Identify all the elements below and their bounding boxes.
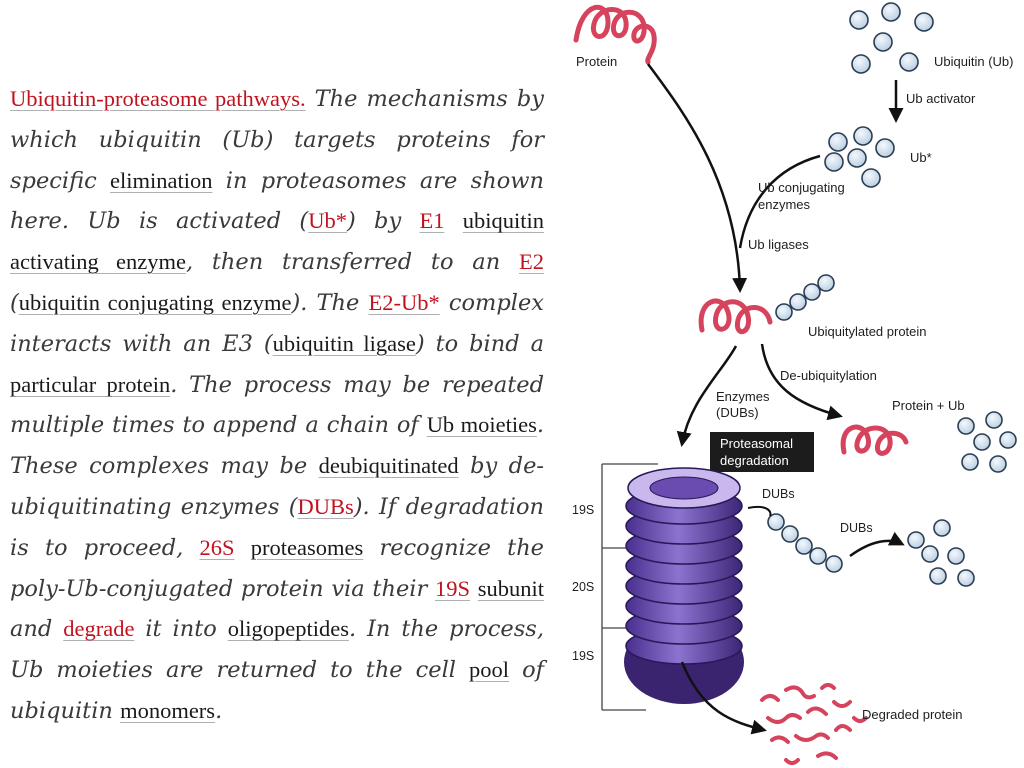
protein-to-ubiquitylation-arrow bbox=[646, 63, 748, 293]
protein-label: Protein bbox=[576, 54, 617, 69]
text-run: The mechanisms by which ubiquitin (Ub) t… bbox=[10, 86, 544, 194]
ub-star-to-path-arrow bbox=[738, 154, 821, 249]
text-run: . These complexes may be bbox=[10, 412, 544, 480]
text-run: . In the process, Ub moieties are return… bbox=[10, 616, 544, 684]
proteasomal-label-line1: Proteasomal bbox=[720, 436, 793, 451]
text-run bbox=[470, 576, 478, 602]
keyword-degrade[interactable]: degrade bbox=[63, 616, 135, 642]
keyword-ub-moieties[interactable]: Ub moieties bbox=[426, 412, 537, 438]
text-run: ). The bbox=[291, 289, 369, 316]
ub-conjugating-label-line1: Ub conjugating bbox=[758, 180, 845, 195]
text-run: and bbox=[10, 616, 64, 643]
keyword-ubiquitin-ligase[interactable]: ubiquitin ligase bbox=[272, 330, 416, 356]
keyword-ubiquitin-proteasome-pathways[interactable]: Ubiquitin-proteasome pathways. bbox=[10, 86, 306, 111]
text-run: . bbox=[215, 697, 223, 724]
keyword-ub-star[interactable]: Ub* bbox=[308, 208, 347, 234]
text-run: ( bbox=[10, 289, 19, 316]
text-run: of ubiquitin bbox=[10, 657, 544, 724]
description-text: Ubiquitin-proteasome pathways. The mecha… bbox=[10, 79, 544, 732]
keyword-subunit[interactable]: subunit bbox=[477, 575, 544, 601]
text-run: , then transferred to an bbox=[185, 249, 519, 276]
keyword-ubiquitin-activating-enzyme[interactable]: ubiquitin activating enzyme bbox=[10, 208, 545, 275]
ub-star-label: Ub* bbox=[910, 150, 932, 165]
dubs-right-label: DUBs bbox=[840, 521, 873, 535]
recycled-ubiquitin-icon bbox=[907, 519, 975, 587]
ub-activator-label: Ub activator bbox=[906, 91, 976, 106]
text-run: complex interacts with an E3 ( bbox=[10, 289, 544, 357]
text-run: ). If degradation is to proceed, bbox=[10, 493, 544, 561]
keyword-e2-ub-star[interactable]: E2-Ub* bbox=[368, 289, 440, 315]
text-run: ) to bind a bbox=[415, 330, 544, 357]
subunit-19s-bottom-label: 19S bbox=[572, 649, 594, 663]
text-run bbox=[235, 535, 251, 561]
keyword-oligopeptides[interactable]: oligopeptides bbox=[227, 616, 349, 642]
enzymes-dubs-label-line2: (DUBs) bbox=[716, 405, 759, 420]
ubiquitin-ub-label: Ubiquitin (Ub) bbox=[934, 54, 1013, 69]
keyword-e1[interactable]: E1 bbox=[419, 208, 445, 234]
released-protein-coil-icon bbox=[840, 424, 909, 456]
keyword-particular-protein[interactable]: particular protein bbox=[10, 371, 171, 397]
keyword-proteasomes[interactable]: proteasomes bbox=[250, 534, 364, 560]
keyword-deubiquitinated[interactable]: deubiquitinated bbox=[318, 453, 459, 479]
protein-coil-icon bbox=[573, 4, 657, 65]
dubs-to-pool-arrow bbox=[849, 531, 905, 558]
keyword-dubs[interactable]: DUBs bbox=[297, 493, 354, 519]
keyword-19s[interactable]: 19S bbox=[434, 575, 470, 601]
keyword-elimination[interactable]: elimination bbox=[109, 167, 213, 193]
ubiquitin-chain-icon bbox=[775, 274, 835, 321]
de-ubiquitylation-label: De-ubiquitylation bbox=[780, 368, 877, 383]
subunit-19s-top-label: 19S bbox=[572, 503, 594, 517]
pathway-diagram-svg: Protein Ubiquitin (Ub) Ub activator Ub* … bbox=[572, 2, 1017, 765]
activated-ubiquitin-cluster-icon bbox=[824, 126, 895, 188]
protein-plus-ub-label: Protein + Ub bbox=[892, 398, 965, 413]
ubiquitylated-protein-label: Ubiquitylated protein bbox=[808, 324, 927, 339]
ubiquitin-cluster-icon bbox=[849, 2, 934, 74]
enzymes-dubs-label-line1: Enzymes bbox=[716, 389, 770, 404]
ubiquitylated-protein-coil-icon bbox=[698, 298, 773, 334]
dubs-top-label: DUBs bbox=[762, 487, 795, 501]
text-run: . The process may be repeated multiple t… bbox=[10, 371, 544, 439]
proteasome-barrel-icon bbox=[624, 467, 744, 704]
ub-conjugating-label-line2: enzymes bbox=[758, 197, 811, 212]
text-run bbox=[444, 208, 462, 234]
ubiquitin-pathway-diagram: Protein Ubiquitin (Ub) Ub activator Ub* … bbox=[572, 0, 1024, 768]
de-ubiquitylation-arrow bbox=[760, 343, 843, 421]
description-paragraph: Ubiquitin-proteasome pathways. The mecha… bbox=[10, 79, 544, 732]
keyword-pool[interactable]: pool bbox=[469, 657, 510, 683]
text-run: by de-ubiquitinating enzymes ( bbox=[10, 453, 544, 520]
proteasomal-label-line2: degradation bbox=[720, 453, 789, 468]
degraded-peptide-fragments-icon bbox=[760, 683, 868, 765]
keyword-26s[interactable]: 26S bbox=[199, 534, 235, 560]
keyword-e2[interactable]: E2 bbox=[518, 249, 544, 275]
ub-ligases-label: Ub ligases bbox=[748, 237, 809, 252]
proteasomal-degradation-box bbox=[710, 432, 814, 472]
dubs-release-arrow bbox=[747, 506, 772, 517]
text-run: ) by bbox=[346, 208, 420, 235]
keyword-monomers[interactable]: monomers bbox=[120, 697, 216, 723]
text-run: recognize the poly-Ub-conjugated protein… bbox=[10, 534, 544, 602]
released-ubiquitin-icon bbox=[957, 411, 1017, 473]
subunit-20s-label: 20S bbox=[572, 580, 594, 594]
degradation-output-arrow bbox=[680, 661, 767, 735]
dubs-ubiquitin-chain-icon bbox=[767, 513, 843, 573]
keyword-ubiquitin-conjugating-enzyme[interactable]: ubiquitin conjugating enzyme bbox=[18, 289, 292, 315]
text-run: it into bbox=[134, 616, 228, 643]
to-proteasome-arrow bbox=[676, 345, 738, 447]
text-run: in proteasomes are shown here. Ub is act… bbox=[10, 167, 544, 235]
degraded-protein-label: Degraded protein bbox=[862, 707, 962, 722]
